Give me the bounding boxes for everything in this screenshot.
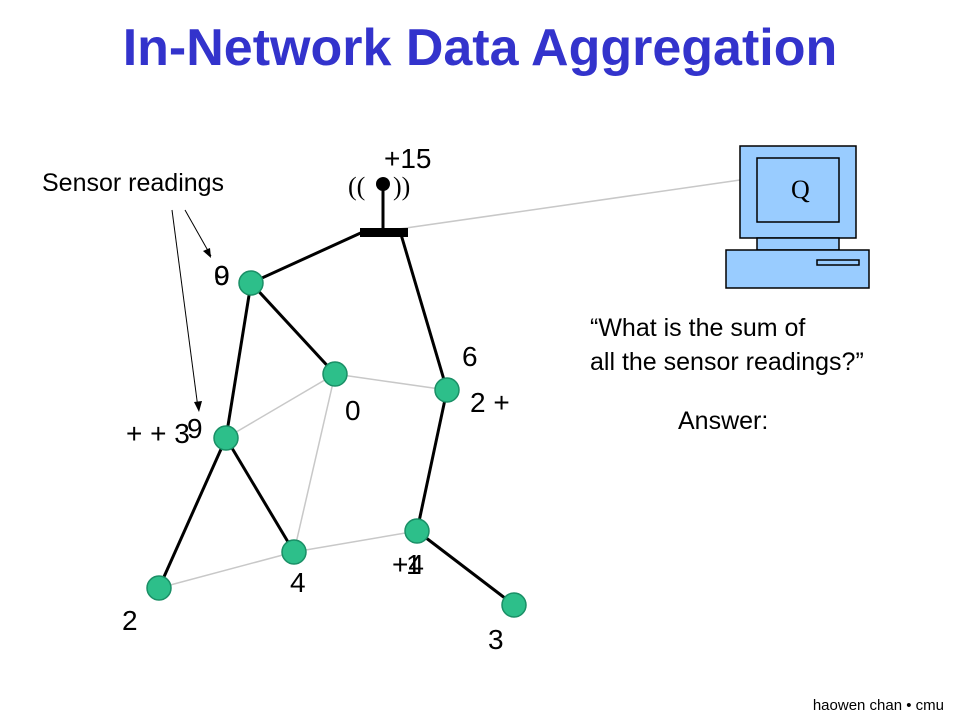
- callout-label: Sensor readings: [42, 169, 224, 197]
- tree-edge: [416, 529, 515, 607]
- screen-label: Q: [791, 175, 810, 204]
- radio-link: [384, 179, 741, 232]
- sensor-node: [213, 425, 239, 451]
- signal-left-icon: ((: [348, 172, 365, 201]
- sensor-node: [501, 592, 527, 618]
- drive-slot: [816, 259, 860, 266]
- radio-links: [158, 179, 741, 589]
- base-station: (( )) +15: [348, 143, 432, 237]
- answer-label: Answer:: [678, 407, 768, 435]
- sensor-node: [281, 539, 307, 565]
- node-label: 2 +: [470, 387, 510, 418]
- callout-arrow: [184, 209, 212, 257]
- node-labels: 9 0 + + 3 9 0 6 2 + +4 1 4 2 3: [122, 260, 510, 655]
- node-label: 6: [462, 341, 478, 372]
- tree-edge: [224, 282, 253, 439]
- signal-right-icon: )): [393, 172, 410, 201]
- computer-icon: Q: [725, 145, 870, 289]
- computer-base: [725, 249, 870, 289]
- sensor-node: [404, 518, 430, 544]
- tree-edge: [398, 230, 449, 391]
- radio-link: [225, 373, 336, 439]
- arrowhead-icon: [203, 248, 211, 258]
- node-label: 9: [214, 260, 230, 291]
- page-title: In-Network Data Aggregation: [122, 19, 838, 77]
- sensor-nodes: [146, 270, 527, 618]
- query-line-2: all the sensor readings?”: [590, 348, 864, 376]
- radio-link: [293, 373, 336, 553]
- tree-edge: [415, 389, 449, 532]
- node-label: 0: [345, 395, 361, 426]
- antenna-base: [360, 228, 408, 237]
- tree-edge: [250, 229, 366, 285]
- sensor-readings-callout: Sensor readings: [42, 169, 224, 412]
- sensor-node: [322, 361, 348, 387]
- footer-credit: haowen chan • cmu: [812, 697, 944, 714]
- node-label: +4: [392, 549, 424, 580]
- radio-link: [334, 373, 448, 391]
- base-station-sum: +15: [384, 143, 432, 174]
- node-label: 4: [290, 567, 306, 598]
- monitor-screen: [756, 157, 840, 223]
- sensor-node: [238, 270, 264, 296]
- node-label: 9: [187, 413, 203, 444]
- arrowhead-icon: [194, 401, 202, 412]
- node-label: 0: [214, 260, 230, 291]
- node-label: 2: [122, 605, 138, 636]
- monitor-stand: [756, 237, 840, 251]
- radio-link: [158, 551, 295, 589]
- tree-edge: [157, 437, 228, 589]
- node-label: 1: [406, 549, 422, 580]
- antenna-tip-icon: [376, 177, 390, 191]
- node-label: 3: [488, 624, 504, 655]
- tree-edge: [224, 437, 296, 553]
- callout-arrow: [171, 209, 199, 409]
- query-line-1: “What is the sum of: [590, 314, 805, 342]
- tree-edges: [157, 229, 515, 607]
- sensor-node: [434, 377, 460, 403]
- radio-link: [293, 530, 418, 553]
- sensor-node: [146, 575, 172, 601]
- tree-edge: [249, 281, 337, 376]
- node-label: + + 3: [126, 418, 190, 449]
- query-text: “What is the sum of all the sensor readi…: [590, 314, 864, 435]
